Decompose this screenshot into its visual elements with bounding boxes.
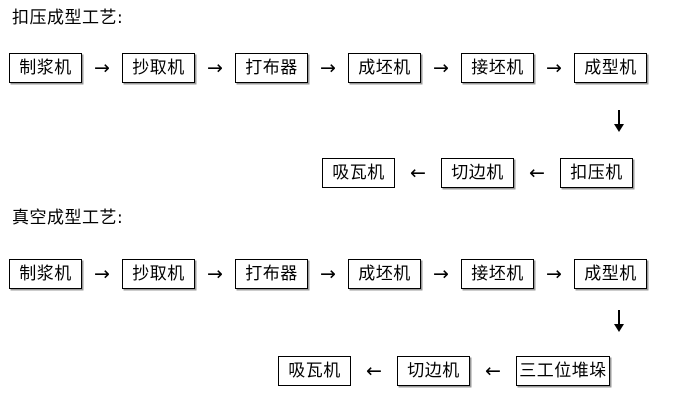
arrow-right-icon: → [320, 262, 336, 285]
arrow-left-icon: ← [366, 359, 382, 382]
node-chaoquji[interactable]: 抄取机 [122, 53, 195, 83]
arrow-down-icon [612, 110, 626, 132]
node-qiebianji[interactable]: 切边机 [441, 158, 514, 188]
arrow-down-icon [612, 310, 626, 332]
arrow-down-head [614, 124, 624, 132]
node-xiwaji[interactable]: 吸瓦机 [278, 356, 351, 386]
arrow-down-shaft [618, 310, 620, 326]
section-title-zhenkong: 真空成型工艺: [12, 208, 124, 228]
node-jiepeiji[interactable]: 接坯机 [461, 53, 534, 83]
node-jiepeiji[interactable]: 接坯机 [461, 259, 534, 289]
flow-row-kouya-top: 制浆机 → 抄取机 → 打布器 → 成坯机 → 接坯机 → 成型机 [9, 52, 647, 84]
arrow-right-icon: → [94, 262, 110, 285]
flow-row-zhenkong-bottom: 吸瓦机 ← 切边机 ← 三工位堆垛 [278, 355, 610, 387]
node-xiwaji[interactable]: 吸瓦机 [322, 158, 395, 188]
section-title-kouya: 扣压成型工艺: [12, 8, 124, 28]
node-chengxingji[interactable]: 成型机 [574, 259, 647, 289]
arrow-right-icon: → [207, 56, 223, 79]
node-dabuqi[interactable]: 打布器 [235, 259, 308, 289]
node-chaoquji[interactable]: 抄取机 [122, 259, 195, 289]
arrow-right-icon: → [320, 56, 336, 79]
node-kouyaji[interactable]: 扣压机 [560, 158, 633, 188]
node-chengxingji[interactable]: 成型机 [574, 53, 647, 83]
flow-row-kouya-bottom: 吸瓦机 ← 切边机 ← 扣压机 [322, 157, 633, 189]
arrow-down-shaft [618, 110, 620, 126]
node-chengpeiji[interactable]: 成坯机 [348, 53, 421, 83]
arrow-right-icon: → [94, 56, 110, 79]
arrow-right-icon: → [207, 262, 223, 285]
arrow-right-icon: → [433, 262, 449, 285]
node-chengpeiji[interactable]: 成坯机 [348, 259, 421, 289]
node-sangongweiduiduo[interactable]: 三工位堆垛 [516, 356, 610, 386]
node-zhijiangji[interactable]: 制浆机 [9, 259, 82, 289]
arrow-down-head [614, 324, 624, 332]
arrow-right-icon: → [433, 56, 449, 79]
arrow-left-icon: ← [485, 359, 501, 382]
node-qiebianji[interactable]: 切边机 [397, 356, 470, 386]
node-dabuqi[interactable]: 打布器 [235, 53, 308, 83]
arrow-right-icon: → [546, 262, 562, 285]
arrow-left-icon: ← [529, 161, 545, 184]
arrow-left-icon: ← [410, 161, 426, 184]
flow-row-zhenkong-top: 制浆机 → 抄取机 → 打布器 → 成坯机 → 接坯机 → 成型机 [9, 258, 647, 290]
arrow-right-icon: → [546, 56, 562, 79]
node-zhijiangji[interactable]: 制浆机 [9, 53, 82, 83]
